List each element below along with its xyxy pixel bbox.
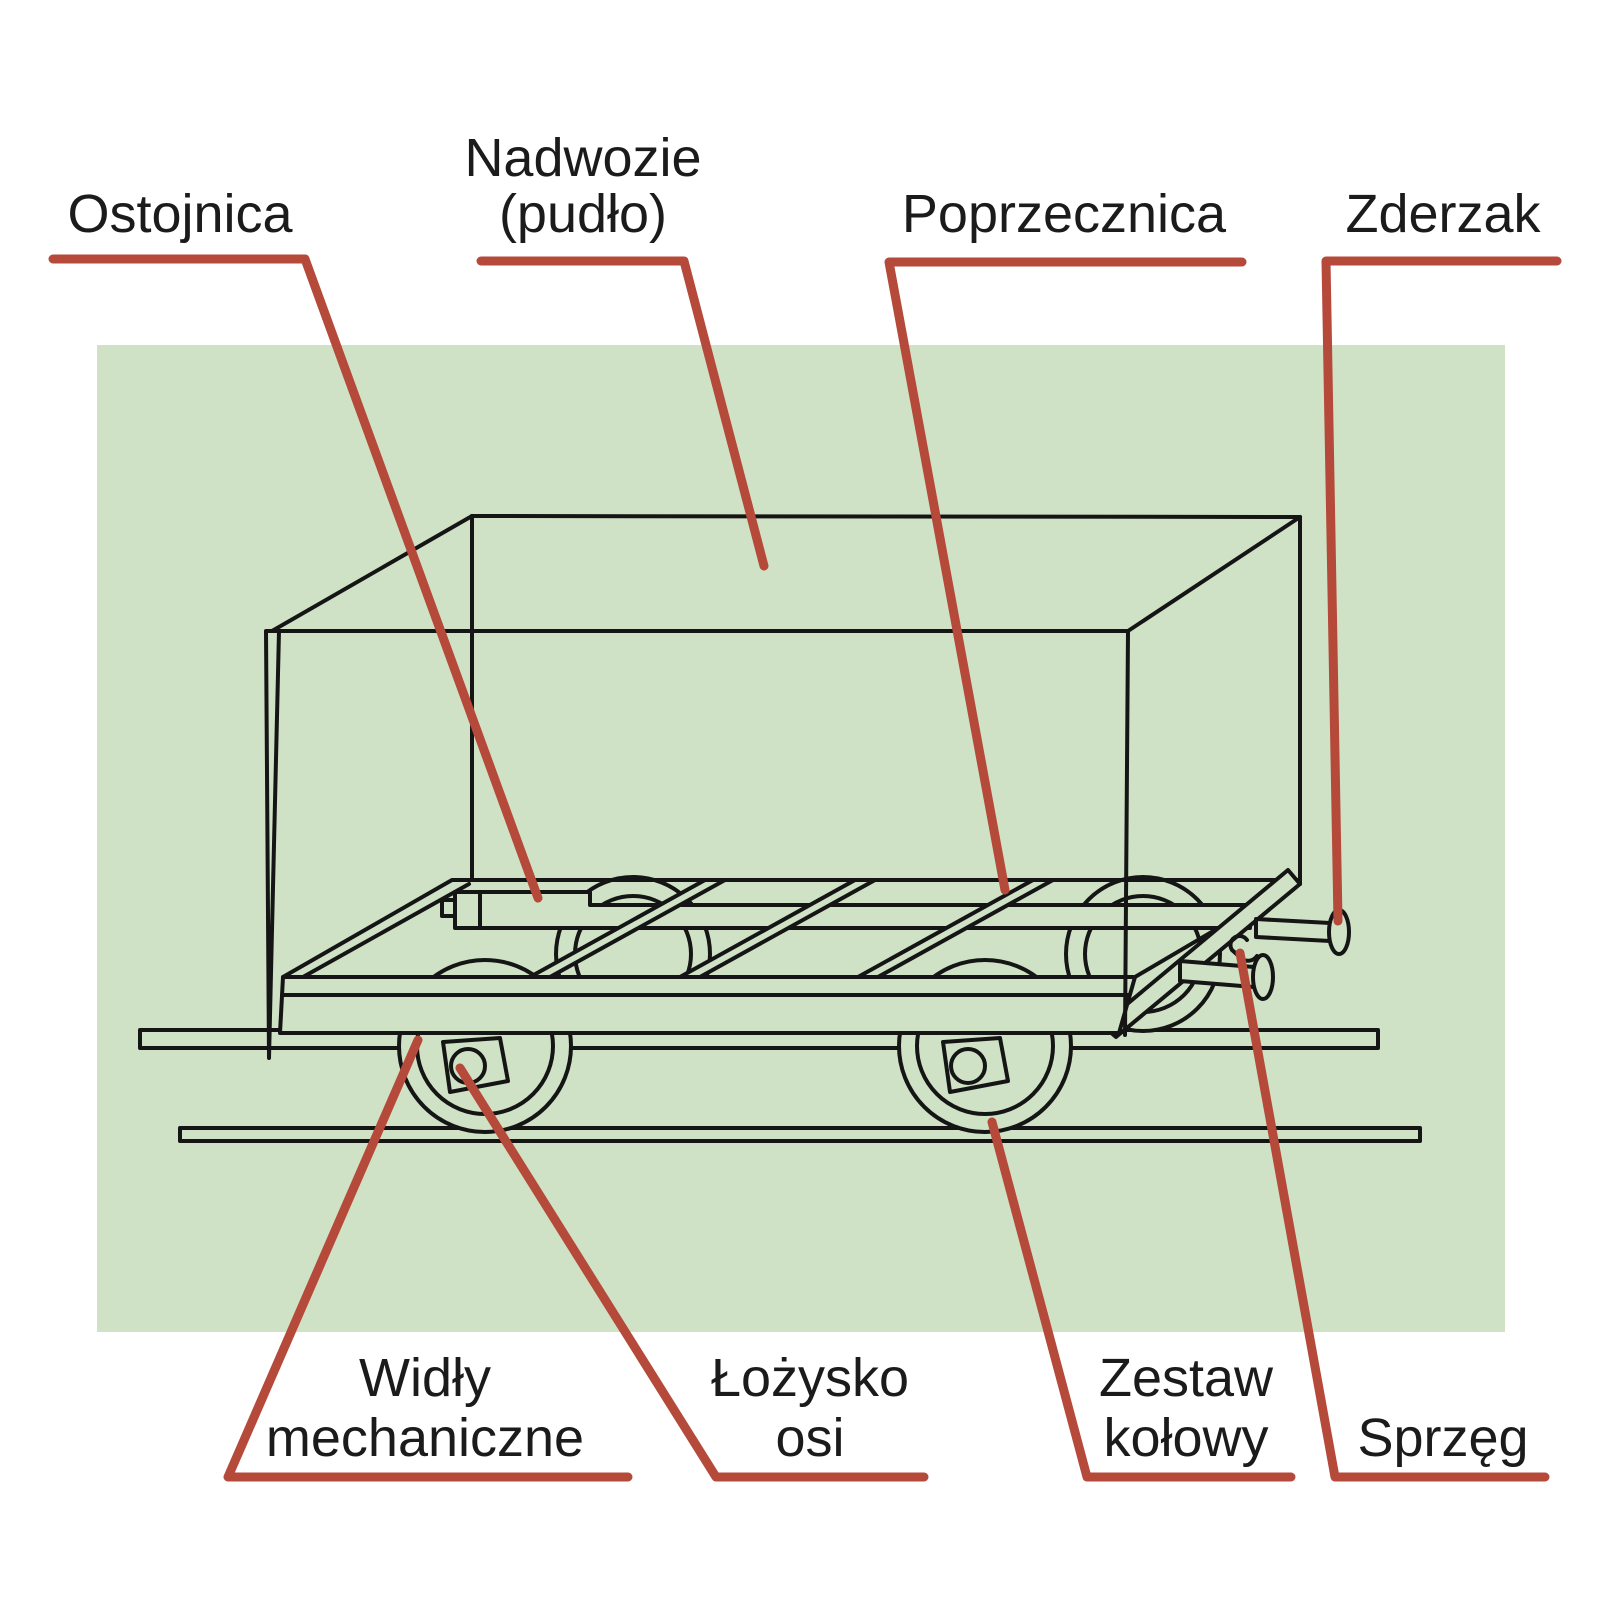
body-corner-post (264, 629, 281, 1060)
diagram-background-panel (97, 345, 1505, 1332)
label-poprzecznica: Poprzecznica (902, 184, 1227, 244)
label-nadwozie-line2: (pudło) (499, 184, 667, 244)
leader-lozysko (455, 1063, 929, 1482)
label-zestaw-line2: kołowy (1103, 1408, 1268, 1468)
label-sprzeg: Sprzęg (1357, 1408, 1528, 1468)
label-ostojnica: Ostojnica (67, 184, 293, 244)
leader-widly (223, 1035, 633, 1482)
label-lozysko-line2: osi (775, 1408, 844, 1468)
leader-sprzeg (1235, 948, 1550, 1482)
leader-poprzecznica (884, 257, 1247, 895)
label-zderzak: Zderzak (1345, 184, 1541, 244)
label-zestaw-line1: Zestaw (1099, 1348, 1274, 1408)
rail-near (178, 1126, 1422, 1143)
label-widly-line1: Widły (359, 1348, 491, 1408)
label-widly-line2: mechaniczne (266, 1408, 584, 1468)
chassis-front-face (278, 975, 1137, 1035)
leader-nadwozie (476, 256, 769, 571)
label-lozysko-line1: Łożysko (711, 1348, 909, 1408)
leader-zderzak (1321, 256, 1562, 926)
coupling-hook (1228, 934, 1259, 963)
buffer-lower (1178, 953, 1275, 1001)
leader-ostojnica (48, 254, 543, 903)
label-nadwozie-line1: Nadwozie (464, 128, 701, 188)
body-box-wireframe (264, 514, 1302, 1060)
headstock-right (1100, 868, 1302, 1039)
axle-bearing-rear (949, 1047, 987, 1085)
leader-zestaw (987, 1117, 1296, 1482)
